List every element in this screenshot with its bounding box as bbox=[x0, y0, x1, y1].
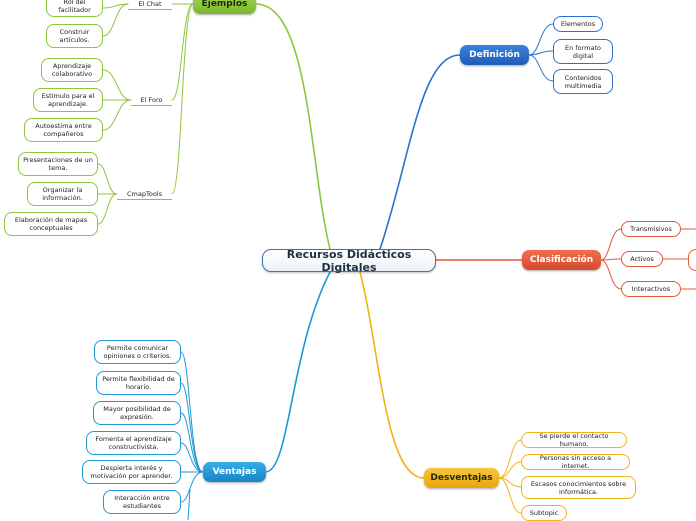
chat-item-facilitador[interactable]: Rol del facilitador bbox=[46, 0, 103, 17]
chat-item-articulos[interactable]: Construir artículos. bbox=[46, 24, 103, 48]
topic-desventajas[interactable]: Desventajas bbox=[424, 468, 499, 488]
cmap-item-organizar[interactable]: Organizar la información. bbox=[27, 182, 98, 206]
ventajas-item-constructivista[interactable]: Fomenta el aprendizaje constructivista. bbox=[86, 431, 181, 455]
desventajas-item-informatica[interactable]: Escasos conocimientos sobre informática. bbox=[521, 476, 636, 499]
ventajas-item-comunicar[interactable]: Permite comunicar opiniones o criterios. bbox=[94, 340, 181, 364]
topic-clasificacion[interactable]: Clasificación bbox=[522, 250, 601, 270]
ventajas-item-interaccion[interactable]: Interacción entre estudiantes bbox=[103, 490, 181, 514]
definicion-item-multimedia[interactable]: Contenidos multimedia bbox=[553, 69, 613, 94]
topic-definicion[interactable]: Definición bbox=[460, 45, 529, 65]
cmap-item-mapas[interactable]: Elaboración de mapas conceptuales bbox=[4, 212, 98, 236]
clasificacion-item-activos[interactable]: Activos bbox=[621, 251, 663, 267]
foro-item-colaborativo[interactable]: Aprendizaje colaborativo bbox=[41, 58, 103, 82]
topic-ventajas[interactable]: Ventajas bbox=[203, 462, 266, 482]
clasificacion-item-interactivos[interactable]: Interactivos bbox=[621, 281, 681, 297]
topic-ejemplos[interactable]: Ejemplos bbox=[193, 0, 256, 14]
desventajas-item-contacto-humano[interactable]: Se pierde el contacto humano. bbox=[521, 432, 627, 448]
link-ejemplos bbox=[255, 3, 331, 250]
foro-item-autoestima[interactable]: Autoestima entre compañeros bbox=[24, 118, 103, 142]
ventajas-item-expresion[interactable]: Mayor posibilidad de expresión. bbox=[93, 401, 181, 425]
clasificacion-subnode-cutoff[interactable] bbox=[688, 249, 696, 271]
clasificacion-item-transmisivos[interactable]: Transmisivos bbox=[621, 221, 681, 237]
link-ventajas bbox=[265, 271, 331, 473]
definicion-item-formato-digital[interactable]: En formato digital bbox=[553, 39, 613, 64]
ejemplos-cmaptools[interactable]: CmapTools bbox=[117, 188, 172, 200]
desventajas-item-subtopic[interactable]: Subtopic bbox=[521, 505, 567, 521]
ejemplos-chat[interactable]: El Chat bbox=[128, 0, 172, 10]
ventajas-item-motivacion[interactable]: Despierta interés y motivación por apren… bbox=[82, 460, 181, 484]
ejemplos-foro[interactable]: El Foro bbox=[131, 94, 172, 106]
link-definicion bbox=[379, 54, 461, 250]
cmap-item-presentaciones[interactable]: Presentaciones de un tema. bbox=[18, 152, 98, 176]
foro-item-estimulo[interactable]: Estímulo para el aprendizaje. bbox=[33, 88, 103, 112]
definicion-item-elementos[interactable]: Elementos bbox=[553, 16, 603, 32]
central-topic[interactable]: Recursos Didácticos Digitales bbox=[262, 248, 436, 274]
ventajas-item-flexibilidad[interactable]: Permite flexibilidad de horario. bbox=[96, 371, 181, 395]
link-desventajas bbox=[359, 271, 425, 479]
desventajas-item-sin-internet[interactable]: Personas sin acceso a internet. bbox=[521, 454, 630, 470]
